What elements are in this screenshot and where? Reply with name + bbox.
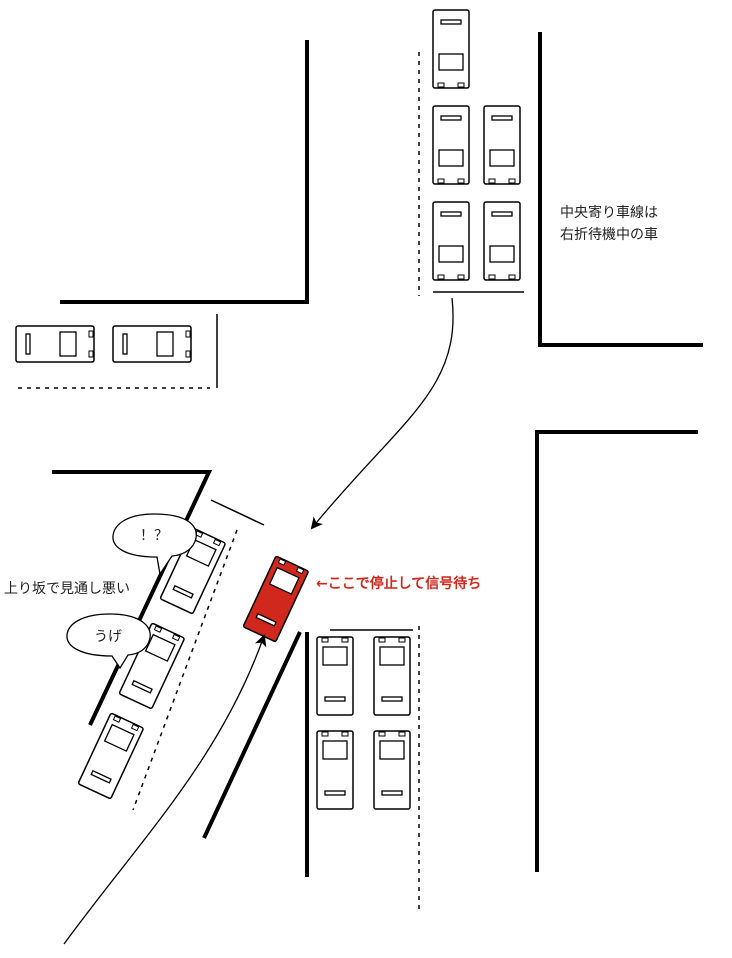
top-cars (432, 9, 521, 281)
car-slope-3 (77, 712, 145, 800)
road-edge-slope-right (202, 631, 302, 839)
oncoming-lane-note: 中央寄り車線は 右折待機中の車 (560, 202, 658, 246)
road-edges (52, 32, 703, 877)
own-car (242, 555, 309, 642)
trajectories (63, 297, 454, 945)
stop-waiting-note: ←ここで停止して信号待ち (316, 576, 482, 592)
car-top-lane2-3 (483, 201, 521, 281)
road-edge-top-left (60, 40, 309, 304)
car-top-lane1-3 (432, 201, 470, 281)
lane-markings (18, 52, 524, 910)
car-bottom-lane1-1 (316, 636, 354, 716)
car-top-lane1-1 (432, 9, 470, 89)
speech-bubble-upper (112, 513, 197, 576)
left-cars (15, 325, 192, 363)
car-top-lane1-2 (432, 105, 470, 185)
speech-bubbles (66, 513, 197, 670)
car-bottom-lane2-1 (373, 636, 411, 716)
speech-bubble-upper-text: ！？ (140, 528, 168, 544)
approach-path-own-car (63, 634, 267, 945)
road-edge-bottom-right (535, 430, 698, 872)
speech-bubble-lower-text: うげ (94, 629, 122, 645)
slope-visibility-note: 上り坂で見通し悪い (4, 581, 130, 597)
oncoming-lane-note-line1: 中央寄り車線は (560, 205, 658, 221)
car-left-1 (15, 325, 95, 363)
car-bottom-lane1-2 (316, 730, 354, 810)
turn-path-oncoming (310, 297, 454, 530)
bottom-cars (316, 636, 411, 810)
oncoming-lane-note-line2: 右折待機中の車 (560, 227, 658, 243)
car-left-2 (112, 325, 192, 363)
car-top-lane2-2 (483, 105, 521, 185)
car-bottom-lane2-2 (373, 730, 411, 810)
road-edge-top-right (538, 32, 703, 347)
stop-line-slope (210, 499, 265, 526)
speech-bubble-lower (66, 613, 151, 670)
